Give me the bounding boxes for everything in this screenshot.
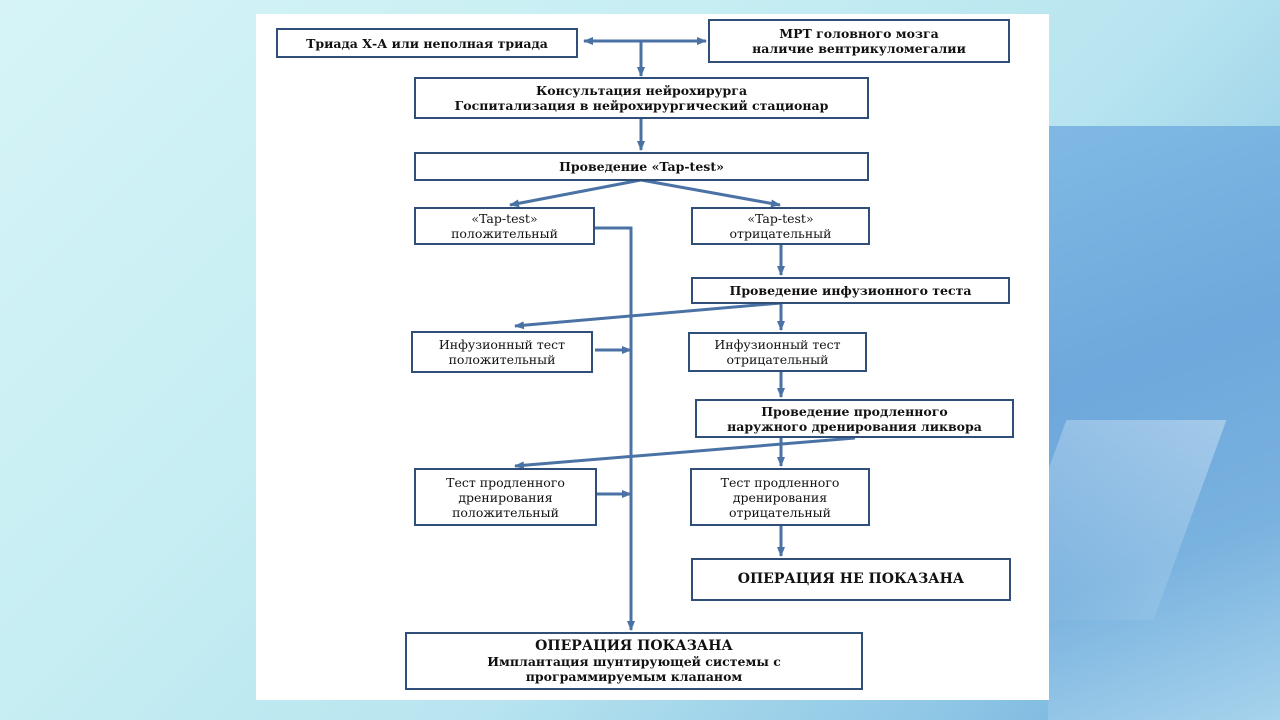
- tap-test-label: Проведение «Tap-test»: [559, 159, 724, 174]
- tap-negative-line1: «Tap-test»: [747, 211, 814, 226]
- drainage-negative-line2: дренирования: [732, 489, 828, 505]
- tap-positive-line1: «Tap-test»: [471, 211, 538, 226]
- surgery-box: ОПЕРАЦИЯ ПОКАЗАНА Имплантация шунтирующе…: [405, 632, 863, 690]
- infusion-label: Проведение инфузионного теста: [729, 283, 972, 298]
- arrow-to-inf-pos: [514, 301, 782, 330]
- drainage-negative-box: Тест продленного дренирования отрицатель…: [690, 468, 870, 526]
- infusion-positive-line1: Инфузионный тест: [438, 337, 566, 352]
- arrow-to-tap-pos: [509, 178, 642, 208]
- consult-title: Консультация нейрохирурга: [535, 83, 748, 98]
- drainage-positive-line1: Тест продленного: [446, 474, 565, 490]
- arrow-positive-trunk: [595, 226, 635, 631]
- drainage-positive-line2: дренирования: [458, 489, 553, 505]
- drainage-line2: наружного дренирования ликвора: [727, 418, 982, 434]
- mri-box: МРТ головного мозга наличие вентрикуломе…: [708, 19, 1010, 63]
- drainage-line1: Проведение продленного: [761, 403, 948, 419]
- consult-box: Консультация нейрохирурга Госпитализация…: [414, 77, 869, 119]
- infusion-negative-line1: Инфузионный тест: [714, 337, 841, 352]
- arrow-to-tap-neg: [640, 178, 781, 208]
- triad-label: Триада Х-А или неполная триада: [306, 35, 548, 51]
- tap-negative-line2: отрицательный: [729, 226, 832, 241]
- infusion-negative-line2: отрицательный: [726, 352, 829, 367]
- tap-test-box: Проведение «Tap-test»: [414, 152, 869, 181]
- tap-positive-box: «Tap-test» положительный: [414, 207, 595, 245]
- arrow-to-drain-pos: [514, 436, 856, 470]
- consult-subtitle: Госпитализация в нейрохирургический стац…: [454, 98, 829, 113]
- surgery-subtitle-line2: программируемым клапаном: [525, 668, 743, 684]
- infusion-box: Проведение инфузионного теста: [691, 277, 1010, 304]
- infusion-positive-line2: положительный: [448, 352, 556, 367]
- tap-negative-box: «Tap-test» отрицательный: [691, 207, 870, 245]
- drainage-positive-line3: положительный: [452, 504, 559, 520]
- surgery-subtitle-line1: Имплантация шунтирующей системы с: [487, 653, 781, 669]
- background-panel: [1048, 126, 1280, 720]
- triad-box: Триада Х-А или неполная триада: [276, 28, 578, 58]
- infusion-positive-box: Инфузионный тест положительный: [411, 331, 593, 373]
- mri-title: МРТ головного мозга: [779, 26, 939, 41]
- tap-positive-line2: положительный: [451, 226, 558, 241]
- mri-subtitle: наличие вентрикуломегалии: [752, 41, 966, 56]
- no-surgery-box: ОПЕРАЦИЯ НЕ ПОКАЗАНА: [691, 558, 1011, 601]
- surgery-title: ОПЕРАЦИЯ ПОКАЗАНА: [535, 637, 733, 654]
- drainage-negative-line1: Тест продленного: [720, 474, 840, 490]
- no-surgery-label: ОПЕРАЦИЯ НЕ ПОКАЗАНА: [737, 571, 965, 587]
- drainage-negative-line3: отрицательный: [729, 504, 831, 520]
- infusion-negative-box: Инфузионный тест отрицательный: [688, 332, 867, 372]
- drainage-positive-box: Тест продленного дренирования положитель…: [414, 468, 597, 526]
- drainage-box: Проведение продленного наружного дрениро…: [695, 399, 1014, 438]
